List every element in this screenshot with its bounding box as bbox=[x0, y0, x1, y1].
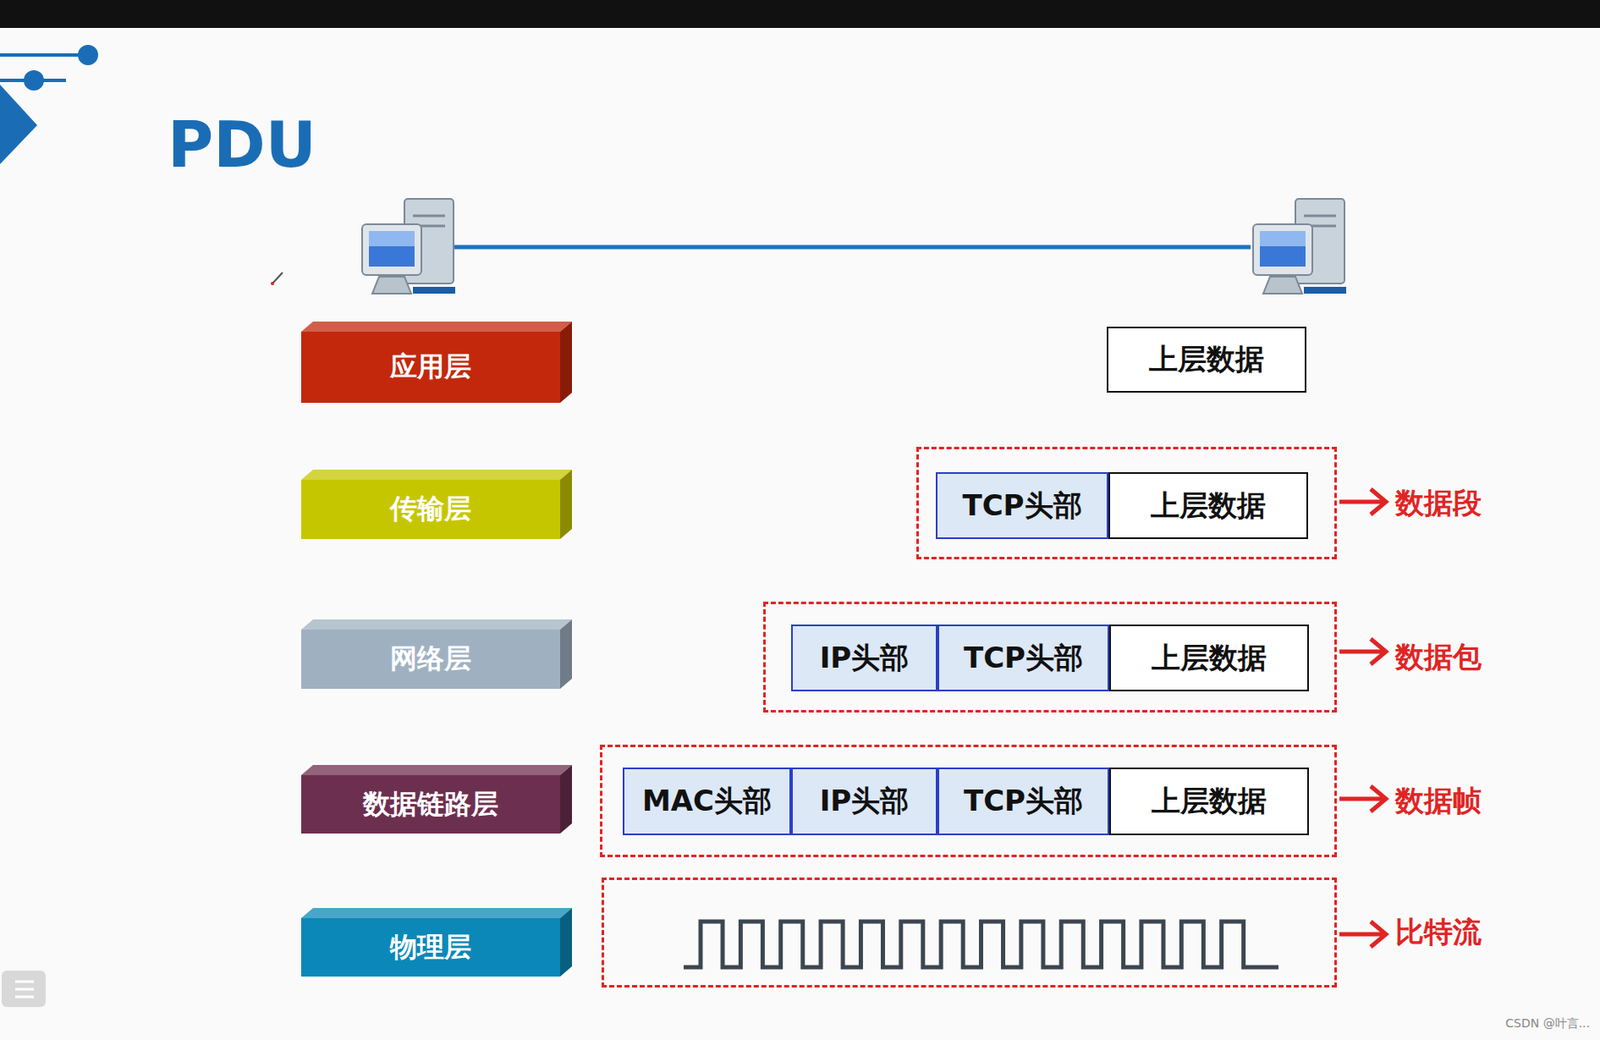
header-cell: IP头部 bbox=[791, 767, 938, 836]
cell-text: TCP头部 bbox=[963, 638, 1084, 678]
cell-text: 上层数据 bbox=[1150, 486, 1266, 526]
layer-bar: 应用层 bbox=[301, 321, 572, 403]
network-link bbox=[454, 245, 1251, 250]
cell-text: TCP头部 bbox=[962, 486, 1082, 526]
cell-text: 上层数据 bbox=[1151, 638, 1267, 678]
header-cell: TCP头部 bbox=[937, 624, 1110, 692]
pdu-frame: 数据包IP头部TCP头部上层数据 bbox=[763, 601, 1337, 713]
cell-text: 物理层 bbox=[301, 918, 561, 977]
pdu-name: 数据段 bbox=[1395, 483, 1482, 523]
header-cell: TCP头部 bbox=[935, 472, 1109, 539]
cell-text: IP头部 bbox=[819, 638, 910, 678]
header-cell: IP头部 bbox=[791, 624, 938, 692]
header-cell: 上层数据 bbox=[1109, 767, 1309, 836]
cell-text: TCP头部 bbox=[963, 781, 1084, 821]
arrow bbox=[1339, 489, 1386, 947]
menu-icon bbox=[1, 970, 46, 1007]
square-wave bbox=[683, 921, 1279, 968]
pdu-frame: 数据帧MAC头部IP头部TCP头部上层数据 bbox=[599, 744, 1337, 858]
pdu-name: 数据帧 bbox=[1395, 781, 1482, 821]
header-cell: 上层数据 bbox=[1108, 472, 1309, 539]
cell-text: 传输层 bbox=[301, 479, 561, 539]
slide-title: PDU bbox=[167, 108, 317, 182]
layer-bar: 网络层 bbox=[301, 619, 572, 689]
cell-text: MAC头部 bbox=[642, 781, 772, 821]
pdu-name: 比特流 bbox=[1395, 912, 1482, 952]
computer-icon bbox=[1253, 198, 1347, 294]
header-cell: MAC头部 bbox=[622, 767, 792, 836]
computer-icon bbox=[362, 198, 456, 294]
cell-text: 网络层 bbox=[301, 629, 561, 689]
header-cell: 上层数据 bbox=[1106, 326, 1307, 393]
cell-text: 应用层 bbox=[301, 331, 561, 403]
top-bar bbox=[0, 0, 1600, 28]
layer-bar: 传输层 bbox=[301, 469, 572, 539]
cell-text: IP头部 bbox=[819, 781, 910, 821]
header-cell: TCP头部 bbox=[937, 767, 1110, 836]
pdu-frame: 数据段TCP头部上层数据 bbox=[916, 446, 1337, 560]
layer-bar: 数据链路层 bbox=[301, 764, 572, 834]
pdu-frame: 比特流 bbox=[601, 877, 1337, 988]
pdu-name: 数据包 bbox=[1395, 637, 1482, 677]
pen-cursor bbox=[270, 272, 283, 286]
cell-text: 上层数据 bbox=[1149, 340, 1265, 380]
header-cell: 上层数据 bbox=[1109, 624, 1309, 692]
layer-bar: 物理层 bbox=[301, 907, 572, 977]
cell-text: 数据链路层 bbox=[301, 775, 561, 834]
corner-decoration bbox=[0, 44, 99, 165]
watermark: CSDN @叶言... bbox=[1505, 1016, 1590, 1032]
cell-text: 上层数据 bbox=[1151, 781, 1267, 821]
